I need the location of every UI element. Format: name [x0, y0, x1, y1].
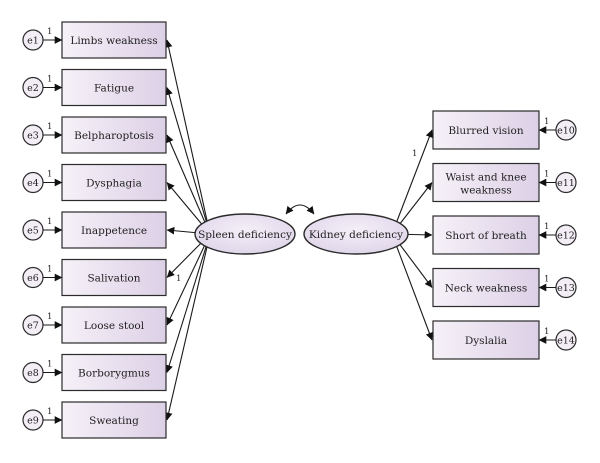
error-label: e8 [27, 368, 39, 379]
fixed-loading-left: 1 [176, 274, 181, 284]
indicator-label: Belpharoptosis [74, 130, 154, 142]
error-weight: 1 [544, 117, 549, 127]
indicator-label: Borborygmus [78, 368, 150, 380]
latent-spleen-deficiency: Spleen deficiency [194, 213, 296, 255]
error-weight: 1 [47, 122, 52, 132]
indicator-label: Dysphagia [86, 178, 142, 190]
loading-path [165, 233, 211, 373]
error-label: e5 [27, 226, 39, 237]
loading-path [165, 87, 211, 235]
indicator-box [432, 110, 540, 150]
indicator-node: Fatigue e2 1 [22, 68, 167, 107]
error-weight: 1 [544, 170, 549, 180]
latent-kidney-deficiency: Kidney deficiency [303, 213, 409, 255]
indicator-label-line2: weakness [460, 185, 512, 197]
indicator-label: Loose stool [84, 320, 145, 332]
error-weight: 1 [47, 75, 52, 85]
latent-spleen-label: Spleen deficiency [198, 229, 292, 241]
indicator-node: Loose stool e7 1 [22, 306, 167, 344]
indicator-box [432, 320, 540, 360]
indicator-label: Dyslalia [465, 335, 507, 347]
error-label: e13 [557, 283, 575, 294]
indicator-node: Belpharoptosis e3 1 [22, 116, 167, 154]
indicator-box [61, 163, 167, 202]
indicator-node: Borborygmus e8 1 [22, 353, 167, 392]
indicator-node: Salivation e6 1 [22, 258, 167, 297]
error-label: e7 [27, 321, 39, 332]
indicator-node: Sweating e9 1 [22, 401, 167, 439]
error-label: e2 [27, 83, 39, 94]
fixed-loading-right: 1 [412, 149, 417, 159]
indicator-box [61, 306, 167, 344]
indicator-label: Waist and knee [445, 172, 526, 184]
indicator-node: Blurred vision e10 1 [432, 110, 577, 150]
latent-kidney-label: Kidney deficiency [309, 229, 403, 241]
indicator-label: Sweating [89, 415, 139, 427]
loading-path [166, 233, 211, 326]
error-weight: 1 [47, 170, 52, 180]
error-label: e10 [557, 126, 575, 137]
error-label: e14 [557, 336, 575, 347]
indicator-node: Dysphagia e4 1 [22, 163, 167, 202]
indicator-node: Dyslalia e14 1 [432, 320, 577, 360]
loading-path [391, 233, 434, 341]
indicator-node: Inappetence e5 1 [22, 211, 167, 249]
loading-path [166, 134, 211, 235]
error-weight: 1 [47, 312, 52, 322]
indicator-box [61, 401, 167, 439]
indicator-label: Limbs weakness [70, 35, 157, 47]
indicator-label: Salivation [87, 273, 140, 285]
indicator-label: Fatigue [94, 83, 134, 95]
indicator-node: Neck weakness e13 1 [432, 267, 577, 308]
error-label: e4 [27, 178, 39, 189]
indicator-label: Inappetence [81, 225, 147, 237]
indicator-label: Neck weakness [445, 283, 528, 295]
indicator-node: Short of breath e12 1 [432, 215, 577, 255]
error-weight: 1 [544, 222, 549, 232]
error-label: e6 [27, 273, 39, 284]
error-label: e9 [27, 416, 39, 427]
error-label: e11 [557, 178, 575, 189]
indicator-box [432, 215, 540, 255]
indicator-box [61, 68, 167, 107]
error-label: e3 [27, 131, 39, 142]
error-weight: 1 [47, 265, 52, 275]
error-label: e1 [27, 36, 39, 47]
indicator-box [61, 116, 167, 154]
loading-path [164, 233, 211, 421]
error-weight: 1 [47, 217, 52, 227]
indicator-box [432, 162, 540, 203]
covariance-arrow [285, 204, 315, 215]
error-label: e12 [557, 231, 575, 242]
error-weight: 1 [544, 327, 549, 337]
indicator-label: Blurred vision [448, 125, 524, 137]
indicator-label: Short of breath [445, 230, 527, 242]
indicator-node: Limbs weakness e1 1 [22, 21, 167, 59]
error-weight: 1 [47, 407, 52, 417]
error-weight: 1 [47, 360, 52, 370]
error-weight: 1 [47, 27, 52, 37]
left-indicators: Limbs weaknesse11Fatiguee21Belpharoptosi… [22, 21, 167, 439]
error-weight: 1 [544, 275, 549, 285]
loading-path [391, 129, 433, 235]
loading-path [164, 39, 211, 235]
indicator-box [61, 353, 167, 392]
indicator-box [61, 211, 167, 249]
